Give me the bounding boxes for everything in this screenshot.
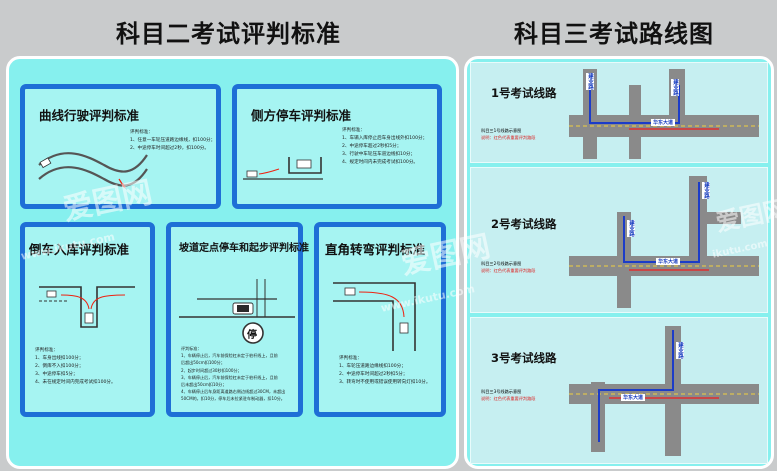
stop-sign-label: 停 [247,330,257,341]
card-right-angle-turn: 直角转弯评判标准 评判标准：1、车轮压道路边缘线扣100分；2、中途停车时间超过… [314,222,446,417]
reverse-parking-diagram [39,286,135,328]
street-label: 建业路 [676,342,684,359]
card-curve-driving: 曲线行驶评判标准 评判标准：1、任意一车轮压道路边缘线，扣100分；2、中途停车… [20,84,221,209]
card-title: 倒车入库评判标准 [29,242,130,257]
rules-text: 评判标准：1、任意一车轮压道路边缘线，扣100分；2、中途停车时间超过2秒，扣1… [130,130,216,151]
route-legend: 科目三2号线路示意图说明：红色代表重要评判路段 [481,261,536,273]
card-title: 侧方停车评判标准 [251,108,352,123]
street-label: 华东大道 [656,258,681,265]
route-legend: 科目三1号线路示意图说明：红色代表重要评判路段 [481,128,536,140]
card-title: 曲线行驶评判标准 [39,108,140,123]
route-title: 1号考试线路 [491,86,557,100]
rules-text: 评判标准：1、车辆停止后，汽车前保险杠未定于桩杆线上，且前后超出50cm扣100… [181,346,286,402]
route-title: 2号考试线路 [491,217,557,231]
route-map-2 [569,176,759,308]
street-label: 华东大道 [651,119,676,126]
card-parallel-parking: 侧方停车评判标准 评判标准：1、车辆入库停止后车身出线外扣100分；2、中途停车… [232,84,442,209]
card-title: 直角转弯评判标准 [325,242,426,257]
route-title: 3号考试线路 [491,351,557,365]
street-label: 建业路 [627,220,635,237]
right-angle-diagram [333,282,416,351]
route-legend: 科目三3号线路示意图说明：红色代表重要评判路段 [481,389,536,401]
rules-text: 评判标准：1、车轮压道路边缘线扣100分；2、中途停车时间超过2秒扣5分；3、转… [339,356,431,385]
card-reverse-parking: 倒车入库评判标准 评判标准：1、车身出线扣100分；2、倒库不入扣100分；3、… [20,222,155,417]
rules-text: 评判标准：1、车身出线扣100分；2、倒库不入扣100分；3、中途停车扣5分；4… [35,348,116,385]
route-panel-2: 2号考试线路 科目三2号线路示意图说明：红色代表重要评判路段 建业路 建业路 华… [470,167,768,313]
route-panel-3: 3号考试线路 科目三3号线路示意图说明：红色代表重要评判路段 建业路 华东大道 [470,317,768,464]
rules-text: 评判标准：1、车辆入库停止后车身出线外扣100分；2、中途停车超过2秒扣5分；3… [342,128,428,165]
slope-stop-diagram [179,279,295,344]
route-map-1 [569,69,759,159]
card-slope-stop: 坡道定点停车和起步评判标准 停 评判标准：1、车辆停止后，汽车前保险杠未定于桩杆… [166,222,309,417]
route-map-3 [569,326,759,456]
route-panel-1: 1号考试线路 科目三1号线路示意图说明：红色代表重要评判路段 建业路 华东大道 … [470,62,768,163]
right-header: 科目三考试路线图 [514,20,714,48]
street-label: 建业路 [671,79,679,96]
parallel-parking-diagram [243,157,323,180]
street-label: 华东大道 [621,394,646,401]
street-label: 建业路 [586,73,594,90]
card-title: 坡道定点停车和起步评判标准 [179,243,309,254]
curve-road-diagram [38,152,148,189]
left-header: 科目二考试评判标准 [116,20,341,48]
street-label: 建业路 [702,182,710,199]
